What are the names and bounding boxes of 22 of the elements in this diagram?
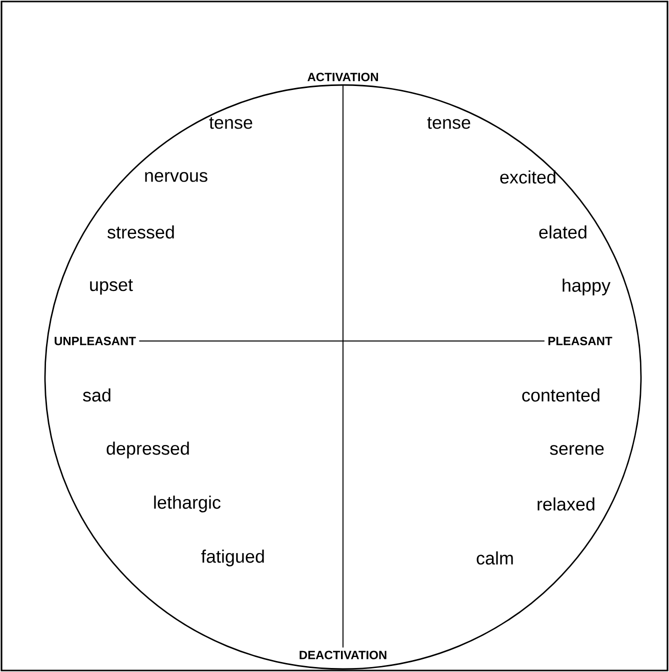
axis-line xyxy=(138,340,545,342)
axis-label: PLEASANT xyxy=(548,336,612,346)
axis-label: UNPLEASANT xyxy=(54,336,136,346)
emotion-word: fatigued xyxy=(201,550,264,566)
emotion-word: depressed xyxy=(106,442,189,458)
axis-label: ACTIVATION xyxy=(308,72,378,82)
emotion-word: contented xyxy=(522,388,600,402)
emotion-word: upset xyxy=(90,279,133,295)
emotion-word: happy xyxy=(562,278,610,296)
emotion-word: tense xyxy=(427,117,470,129)
emotion-word: calm xyxy=(476,551,513,565)
emotion-word: excited xyxy=(500,170,556,184)
emotion-word: elated xyxy=(539,225,586,239)
axis-line xyxy=(342,84,344,648)
axis-label: DEACTIVATION xyxy=(300,650,386,660)
emotion-word: relaxed xyxy=(538,497,594,511)
emotion-word: stressed xyxy=(107,225,174,239)
emotion-word: lethargic xyxy=(154,496,221,512)
emotion-word: serene xyxy=(550,445,604,455)
emotion-word: tense xyxy=(209,117,252,129)
emotion-word: sad xyxy=(83,388,110,402)
emotion-word: nervous xyxy=(145,172,208,182)
